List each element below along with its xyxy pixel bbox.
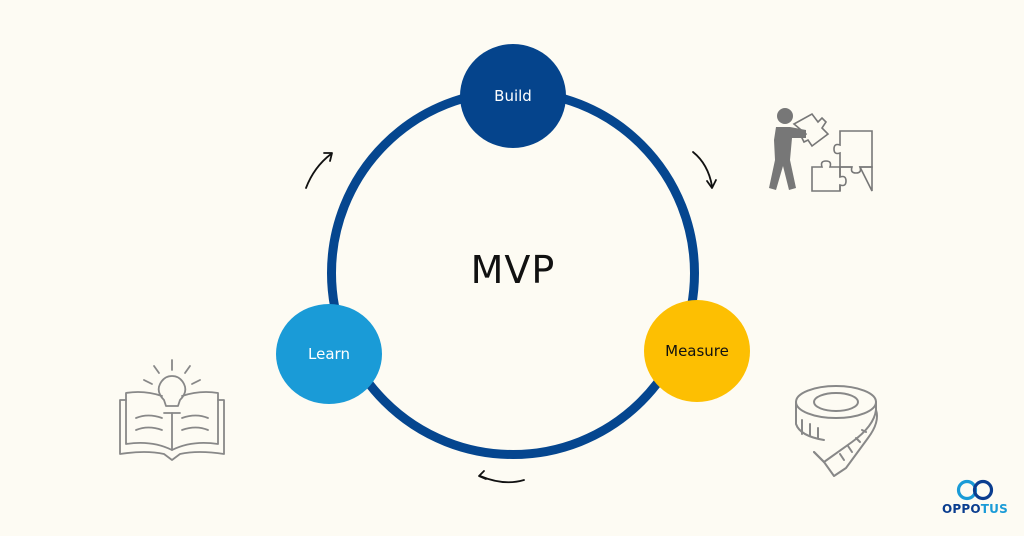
node-measure: Measure: [644, 300, 750, 402]
arrow-learn-to-build-icon: [305, 152, 333, 189]
brand-name-suffix: TUS: [980, 502, 1008, 516]
center-title: MVP: [470, 248, 556, 292]
node-learn: Learn: [276, 304, 382, 404]
arrow-measure-to-learn-icon: [478, 470, 525, 484]
node-build: Build: [460, 44, 566, 148]
node-learn-label: Learn: [308, 345, 350, 363]
node-build-label: Build: [494, 87, 532, 105]
brand-name-prefix: OPPO: [942, 502, 981, 516]
brand-logo: OPPOTUS: [940, 478, 1010, 524]
infinity-rings-icon: [956, 479, 994, 501]
node-measure-label: Measure: [665, 342, 729, 360]
puzzle-person-icon: [769, 108, 873, 192]
book-lightbulb-icon: [119, 359, 225, 461]
measuring-tape-icon: [795, 385, 878, 477]
arrow-build-to-measure-icon: [692, 151, 717, 189]
brand-name: OPPOTUS: [940, 502, 1010, 516]
